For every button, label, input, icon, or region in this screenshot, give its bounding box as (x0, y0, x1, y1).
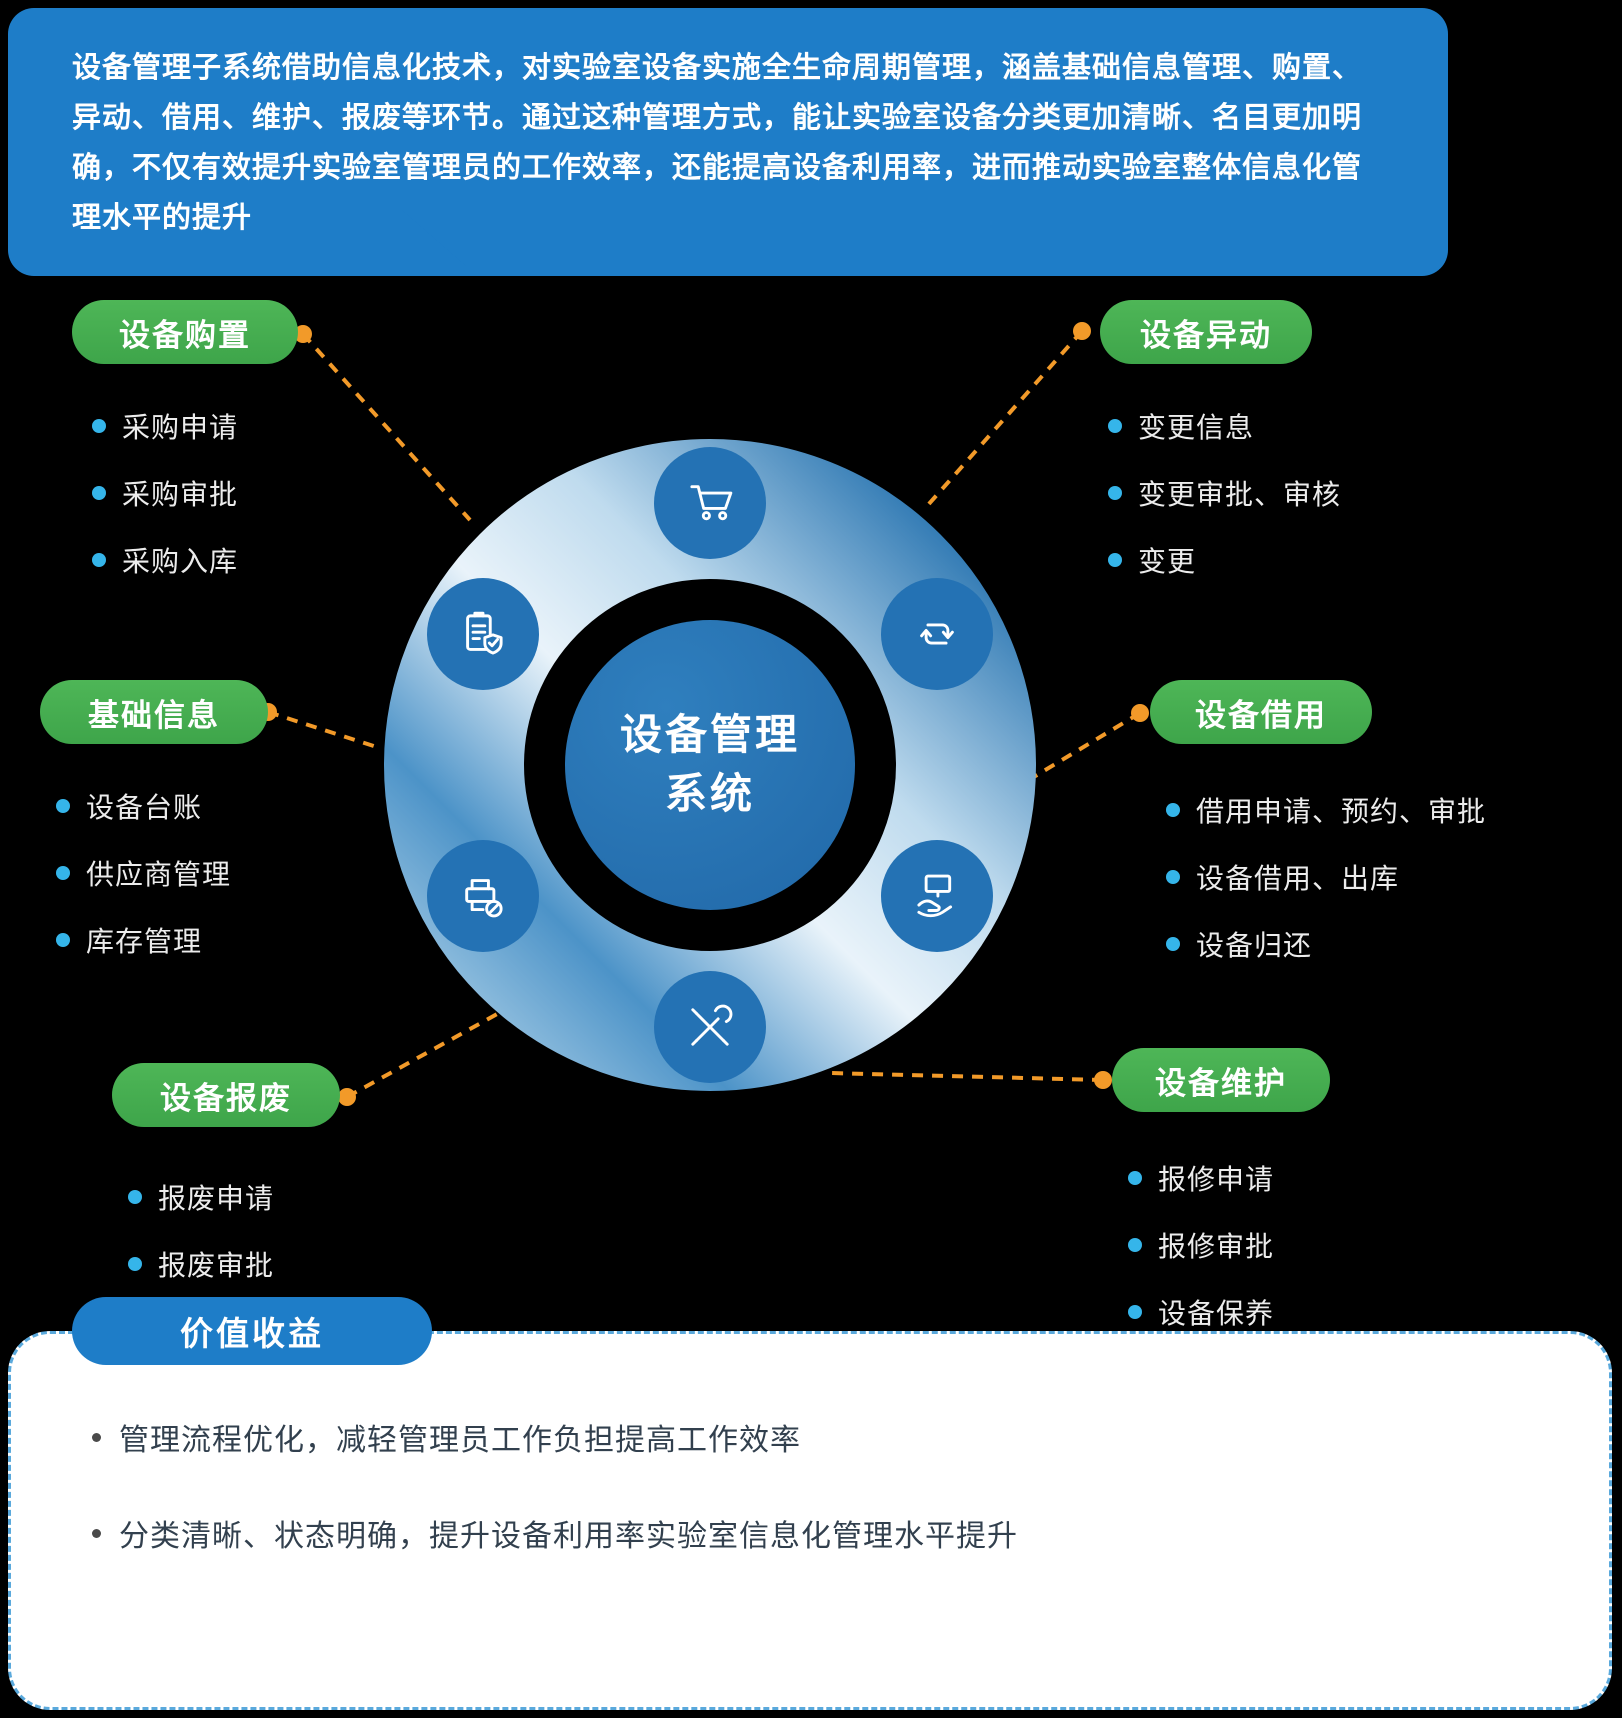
group-scrap-items: 报废申请 报废审批 (128, 1177, 340, 1284)
list-item: 设备借用、出库 (1166, 857, 1486, 897)
center-title: 设备管理 系统 (565, 620, 855, 910)
list-item: 报修申请 (1128, 1158, 1330, 1198)
list-item-label: 报修审批 (1158, 1231, 1275, 1262)
list-item: 变更 (1108, 540, 1341, 580)
bullet-icon (128, 1257, 142, 1271)
bullet-icon (92, 486, 106, 500)
bullet-icon (1108, 486, 1122, 500)
benefit-item-label: 管理流程优化，减轻管理员工作负担提高工作效率 (119, 1424, 801, 1457)
crossed-tools-icon (654, 971, 766, 1083)
group-scrap-label: 设备报废 (112, 1063, 340, 1127)
bullet-icon (1128, 1238, 1142, 1252)
list-item-label: 变更 (1138, 546, 1197, 577)
bullet-icon (128, 1190, 142, 1204)
group-purchase-label: 设备购置 (72, 300, 298, 364)
group-change-items: 变更信息 变更审批、审核 变更 (1108, 406, 1341, 580)
list-item-label: 设备借用、出库 (1196, 863, 1400, 894)
bullet-icon (92, 1528, 101, 1538)
group-change: 设备异动 变更信息 变更审批、审核 变更 (1100, 300, 1341, 607)
bullet-icon (56, 933, 70, 947)
group-change-label: 设备异动 (1100, 300, 1312, 364)
list-item-label: 库存管理 (86, 926, 203, 957)
center-title-line2: 系统 (664, 770, 755, 817)
list-item: 采购审批 (92, 473, 298, 513)
list-item: 设备台账 (56, 786, 268, 826)
benefits-list: 管理流程优化，减轻管理员工作负担提高工作效率 分类清晰、状态明确，提升设备利用率… (92, 1415, 1018, 1607)
printer-blocked-icon (427, 840, 539, 952)
bullet-icon (92, 419, 106, 433)
bullet-icon (92, 1432, 101, 1442)
list-item: 借用申请、预约、审批 (1166, 790, 1486, 830)
group-basic-info-items: 设备台账 供应商管理 库存管理 (56, 786, 268, 960)
list-item-label: 变更审批、审核 (1138, 479, 1342, 510)
list-item-label: 供应商管理 (86, 859, 232, 890)
shopping-cart-icon (654, 447, 766, 559)
benefit-item-label: 分类清晰、状态明确，提升设备利用率实验室信息化管理水平提升 (119, 1520, 1018, 1553)
transfer-arrows-icon (881, 578, 993, 690)
list-item-label: 采购入库 (122, 546, 239, 577)
group-scrap: 设备报废 报废申请 报废审批 (112, 1063, 340, 1311)
bullet-icon (1166, 803, 1180, 817)
intro-text: 设备管理子系统借助信息化技术，对实验室设备实施全生命周期管理，涵盖基础信息管理、… (72, 52, 1363, 234)
list-item-label: 借用申请、预约、审批 (1196, 796, 1487, 827)
list-item-label: 报修申请 (1158, 1164, 1275, 1195)
benefit-item: 分类清晰、状态明确，提升设备利用率实验室信息化管理水平提升 (92, 1511, 1018, 1555)
benefits-panel (8, 1331, 1612, 1710)
list-item: 报修审批 (1128, 1225, 1330, 1265)
bullet-icon (56, 866, 70, 880)
list-item: 变更审批、审核 (1108, 473, 1341, 513)
benefit-item: 管理流程优化，减轻管理员工作负担提高工作效率 (92, 1415, 1018, 1459)
list-item: 变更信息 (1108, 406, 1341, 446)
list-item: 库存管理 (56, 920, 268, 960)
list-item-label: 采购申请 (122, 412, 239, 443)
intro-bubble: 设备管理子系统借助信息化技术，对实验室设备实施全生命周期管理，涵盖基础信息管理、… (8, 8, 1448, 276)
list-item: 设备保养 (1128, 1292, 1330, 1332)
group-purchase: 设备购置 采购申请 采购审批 采购入库 (72, 300, 298, 607)
group-maintain-label: 设备维护 (1112, 1048, 1330, 1112)
monitor-hand-icon (881, 840, 993, 952)
list-item-label: 报废审批 (158, 1250, 275, 1281)
list-item-label: 设备台账 (86, 792, 203, 823)
list-item: 供应商管理 (56, 853, 268, 893)
list-item: 采购申请 (92, 406, 298, 446)
list-item-label: 采购审批 (122, 479, 239, 510)
bullet-icon (92, 553, 106, 567)
list-item-label: 变更信息 (1138, 412, 1255, 443)
clipboard-shield-icon (427, 578, 539, 690)
list-item: 采购入库 (92, 540, 298, 580)
group-basic-info-label: 基础信息 (40, 680, 268, 744)
center-title-line1: 设备管理 (619, 711, 800, 759)
group-borrow-items: 借用申请、预约、审批 设备借用、出库 设备归还 (1166, 790, 1486, 964)
bullet-icon (56, 799, 70, 813)
bullet-icon (1108, 419, 1122, 433)
group-maintain: 设备维护 报修申请 报修审批 设备保养 (1112, 1048, 1330, 1359)
bullet-icon (1166, 937, 1180, 951)
list-item: 报废申请 (128, 1177, 340, 1217)
group-maintain-items: 报修申请 报修审批 设备保养 (1128, 1158, 1330, 1332)
benefits-header: 价值收益 (72, 1297, 432, 1365)
bullet-icon (1108, 553, 1122, 567)
bullet-icon (1166, 870, 1180, 884)
group-basic-info: 基础信息 设备台账 供应商管理 库存管理 (40, 680, 268, 987)
bullet-icon (1128, 1171, 1142, 1185)
list-item-label: 报废申请 (158, 1183, 275, 1214)
list-item-label: 设备保养 (1158, 1298, 1275, 1329)
group-purchase-items: 采购申请 采购审批 采购入库 (92, 406, 298, 580)
group-borrow-label: 设备借用 (1150, 680, 1372, 744)
group-borrow: 设备借用 借用申请、预约、审批 设备借用、出库 设备归还 (1150, 680, 1486, 991)
bullet-icon (1128, 1305, 1142, 1319)
list-item: 报废审批 (128, 1244, 340, 1284)
list-item: 设备归还 (1166, 924, 1486, 964)
list-item-label: 设备归还 (1196, 930, 1313, 961)
